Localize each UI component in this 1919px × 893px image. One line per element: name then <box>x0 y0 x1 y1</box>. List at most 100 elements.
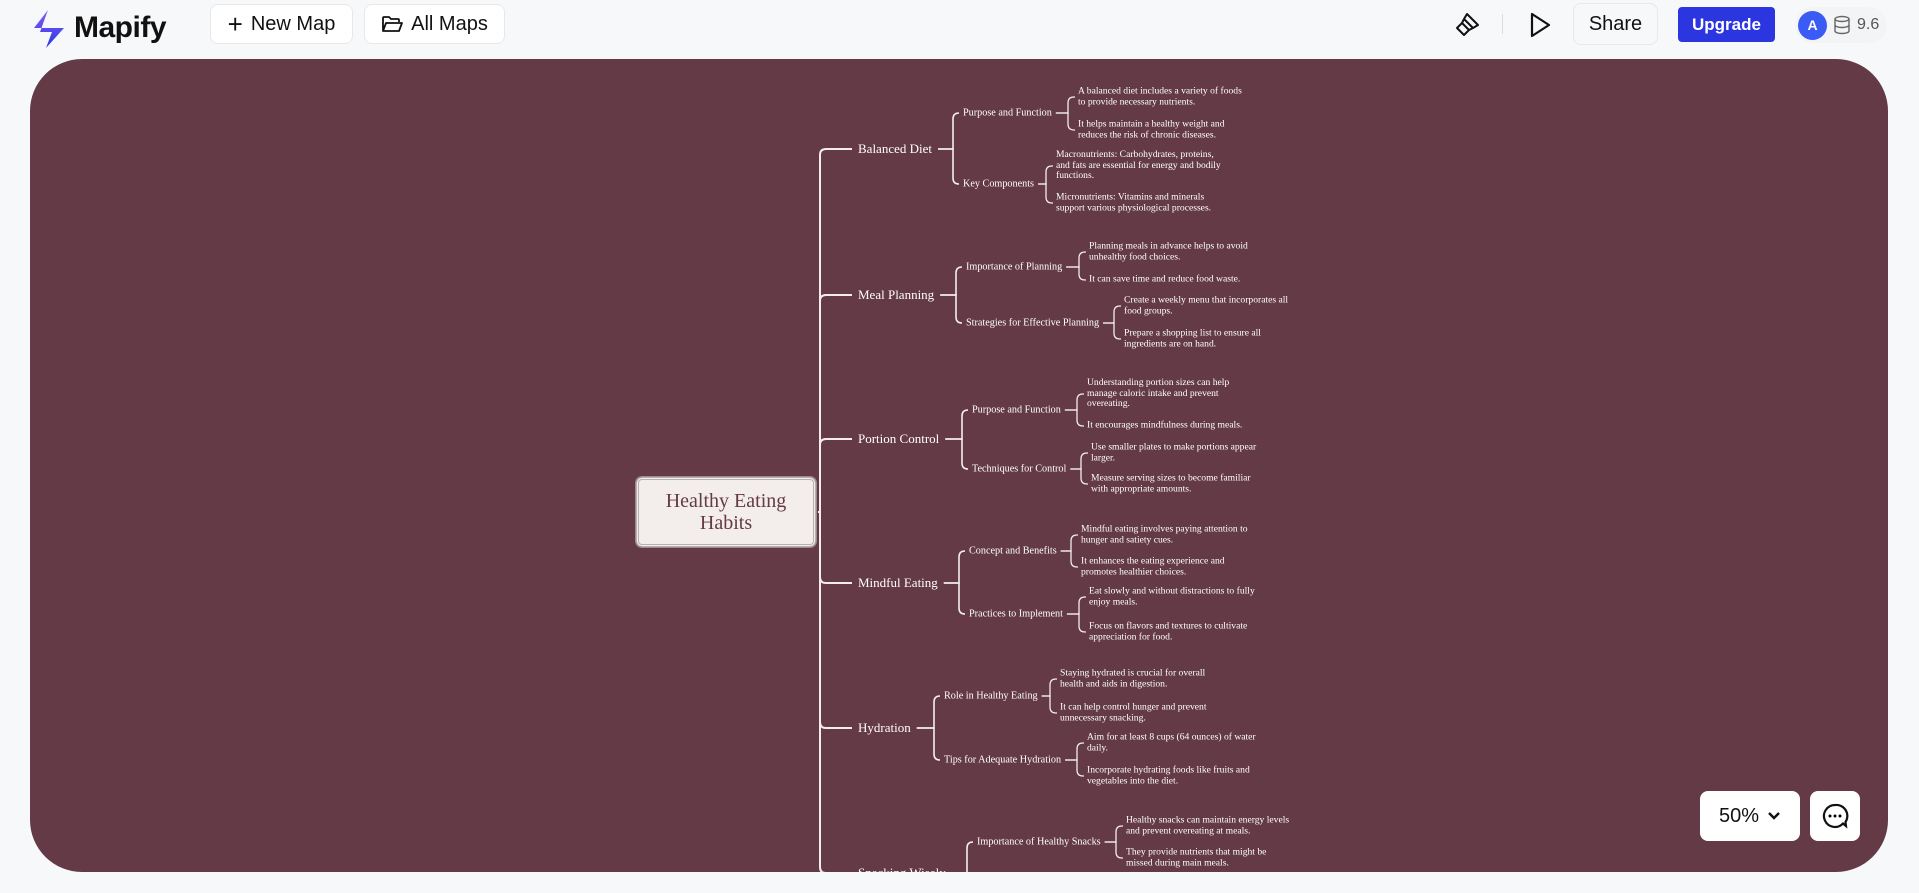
all-maps-button[interactable]: All Maps <box>364 4 505 44</box>
connector <box>1104 841 1123 859</box>
leaf-node[interactable]: It can save time and reduce food waste. <box>1089 273 1241 285</box>
leaf-node[interactable]: Prepare a shopping list to ensure all in… <box>1124 327 1261 349</box>
connector <box>938 148 960 185</box>
connector-lines <box>818 96 1123 872</box>
connector <box>1070 452 1088 470</box>
leaf-node[interactable]: Macronutrients: Carbohydrates, proteins,… <box>1056 149 1221 182</box>
connector <box>1066 251 1086 268</box>
account-credits[interactable]: A 9.6 <box>1795 7 1887 43</box>
subtopic-node[interactable]: Strategies for Effective Planning <box>966 317 1100 329</box>
leaf-node[interactable]: Create a weekly menu that incorporates a… <box>1124 294 1289 316</box>
leaf-node[interactable]: They provide nutrients that might be mis… <box>1126 846 1267 868</box>
subtopic-node[interactable]: Practices to Implement <box>969 608 1063 620</box>
connector <box>916 695 941 729</box>
connector <box>966 841 974 872</box>
subtopic-node[interactable]: Importance of Planning <box>966 261 1063 273</box>
upgrade-label: Upgrade <box>1692 14 1761 34</box>
connector <box>1066 613 1086 633</box>
leaf-node[interactable]: It enhances the eating experience and pr… <box>1081 555 1225 577</box>
subtopic-node[interactable]: Key Components <box>963 178 1035 190</box>
connector <box>818 148 852 513</box>
connector <box>818 511 852 584</box>
leaf-node[interactable]: Use smaller plates to make portions appe… <box>1091 441 1257 463</box>
connector <box>938 112 960 150</box>
leaf-node[interactable]: A balanced diet includes a variety of fo… <box>1078 85 1242 107</box>
branch-node[interactable]: Meal Planning <box>858 287 935 302</box>
paintbrush-icon[interactable] <box>1452 10 1482 40</box>
chat-bubble-icon <box>1822 803 1849 829</box>
leaf-node[interactable]: Aim for at least 8 cups (64 ounces) of w… <box>1087 731 1256 753</box>
leaf-node[interactable]: Planning meals in advance helps to avoid… <box>1089 240 1248 262</box>
top-bar: Mapify + New Map All Maps Share Upgrade … <box>0 0 1919 58</box>
play-icon[interactable] <box>1527 11 1553 39</box>
connector <box>1055 96 1075 114</box>
subtopic-node[interactable]: Importance of Healthy Snacks <box>977 836 1101 848</box>
new-map-button[interactable]: + New Map <box>210 4 353 44</box>
connector <box>818 294 852 513</box>
subtopic-node[interactable]: Purpose and Function <box>963 107 1052 119</box>
share-label: Share <box>1588 12 1643 35</box>
connector <box>1064 409 1084 427</box>
connector <box>916 727 941 761</box>
leaf-node[interactable]: Healthy snacks can maintain energy level… <box>1126 814 1290 836</box>
leaf-node[interactable]: Focus on flavors and textures to cultiva… <box>1089 620 1248 642</box>
connector <box>1065 742 1084 761</box>
leaf-node[interactable]: Measure serving sizes to become familiar… <box>1091 472 1251 494</box>
upgrade-button[interactable]: Upgrade <box>1678 7 1775 42</box>
leaf-node[interactable]: Staying hydrated is crucial for overall … <box>1060 667 1206 689</box>
connector <box>1065 759 1084 777</box>
leaf-node[interactable]: It can help control hunger and prevent u… <box>1060 701 1207 723</box>
chat-button[interactable] <box>1810 791 1860 841</box>
credits-count: 9.6 <box>1857 16 1880 33</box>
connector <box>1038 165 1053 185</box>
connector <box>818 438 852 513</box>
connector <box>1103 322 1121 340</box>
connector <box>1038 183 1053 204</box>
leaf-node[interactable]: Incorporate hydrating foods like fruits … <box>1087 764 1250 786</box>
avatar[interactable]: A <box>1798 10 1827 40</box>
leaf-node[interactable]: Mindful eating involves paying attention… <box>1081 523 1248 545</box>
leaf-node[interactable]: It helps maintain a healthy weight and r… <box>1078 118 1225 140</box>
connector <box>940 266 963 296</box>
folder-open-icon <box>382 16 404 32</box>
connector <box>1060 550 1078 568</box>
connector <box>1070 468 1088 485</box>
new-map-label: New Map <box>250 12 336 35</box>
branch-node[interactable]: Portion Control <box>858 431 940 446</box>
branch-node[interactable]: Mindful Eating <box>858 575 938 590</box>
connector <box>945 438 969 470</box>
connector <box>943 582 966 615</box>
share-button[interactable]: Share <box>1573 3 1658 45</box>
subtopic-node[interactable]: Role in Healthy Eating <box>944 690 1038 702</box>
connector <box>1041 678 1057 697</box>
connector <box>1066 596 1086 615</box>
lightning-logo-icon <box>34 10 64 48</box>
all-maps-label: All Maps <box>411 12 488 35</box>
leaf-node[interactable]: It encourages mindfulness during meals. <box>1087 419 1243 431</box>
zoom-dropdown[interactable]: 50% <box>1700 791 1800 841</box>
leaf-node[interactable]: Eat slowly and without distractions to f… <box>1089 585 1255 607</box>
connector <box>1041 695 1057 714</box>
connector <box>1104 825 1123 843</box>
logo-text: Mapify <box>74 11 167 44</box>
subtopic-node[interactable]: Techniques for Control <box>972 463 1067 475</box>
connector <box>818 511 852 872</box>
root-node[interactable]: Healthy Eating Habits <box>635 476 817 548</box>
chevron-down-icon <box>1768 812 1780 820</box>
branch-node[interactable]: Snacking Wisely <box>858 865 946 872</box>
branch-node[interactable]: Balanced Diet <box>858 141 932 156</box>
subtopic-node[interactable]: Concept and Benefits <box>969 545 1057 557</box>
branch-node[interactable]: Hydration <box>858 720 911 735</box>
connector <box>1103 305 1121 324</box>
connector <box>940 294 963 324</box>
connector <box>1064 393 1084 411</box>
subtopic-node[interactable]: Purpose and Function <box>972 404 1061 416</box>
plus-icon: + <box>227 9 243 39</box>
subtopic-node[interactable]: Tips for Adequate Hydration <box>944 754 1062 766</box>
logo[interactable]: Mapify <box>30 8 167 48</box>
leaf-node[interactable]: Micronutrients: Vitamins and minerals su… <box>1056 191 1212 213</box>
leaf-node[interactable]: Understanding portion sizes can help man… <box>1087 377 1230 410</box>
database-credits-icon <box>1834 15 1850 35</box>
zoom-level: 50% <box>1718 804 1760 827</box>
connector <box>818 511 852 729</box>
